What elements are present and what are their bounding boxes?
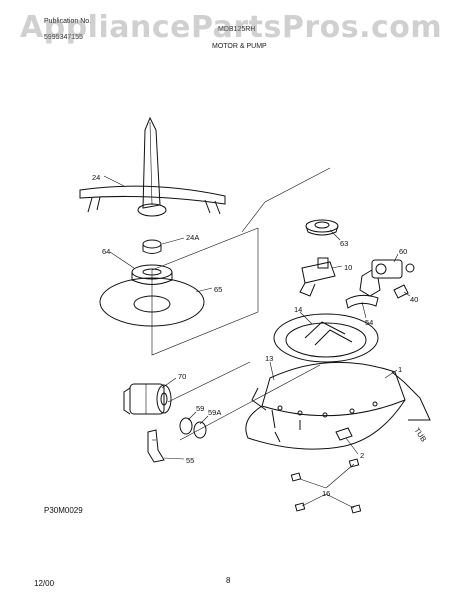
diagram-code: P30M0029 xyxy=(44,506,83,515)
callout-54: 54 xyxy=(365,318,373,327)
callout-55: 55 xyxy=(186,456,194,465)
sump-assembly xyxy=(245,361,431,450)
spray-arm-nut xyxy=(142,239,162,254)
leader-lines xyxy=(103,175,411,509)
section-title: MOTOR & PUMP xyxy=(212,43,267,50)
filter-screen xyxy=(99,277,205,327)
callout-60: 60 xyxy=(399,247,407,256)
callout-2: 2 xyxy=(360,451,364,460)
footer-date: 12/00 xyxy=(34,579,55,588)
publication-number: 5995347155 xyxy=(44,34,83,41)
callout-14: 14 xyxy=(294,305,302,314)
watermark-logo: AppliancePartsPros.com xyxy=(20,10,443,45)
fasteners xyxy=(290,458,362,514)
fill-hose xyxy=(345,294,379,309)
model-number: MDB125RH xyxy=(218,26,256,33)
callout-64: 64 xyxy=(102,247,110,256)
pump-motor xyxy=(123,383,172,415)
tub-label: TUB xyxy=(412,426,428,443)
callout-10: 10 xyxy=(344,263,352,272)
pump-housing xyxy=(273,313,379,363)
assembly-outline xyxy=(151,167,331,441)
clip-part xyxy=(335,427,353,441)
callout-70: 70 xyxy=(178,372,186,381)
vent-part xyxy=(305,219,339,236)
callout-40: 40 xyxy=(410,295,418,304)
callout-24a: 24A xyxy=(186,233,199,242)
inlet-valve xyxy=(359,259,415,297)
inlet-fitting xyxy=(393,284,409,299)
callout-59: 59 xyxy=(196,404,204,413)
callout-13: 13 xyxy=(265,354,273,363)
callout-63: 63 xyxy=(340,239,348,248)
callout-65: 65 xyxy=(214,285,222,294)
spray-arm xyxy=(79,116,226,217)
callout-24: 24 xyxy=(92,173,100,182)
callout-59a: 59A xyxy=(208,408,221,417)
motor-bracket xyxy=(147,429,165,463)
callout-16: 16 xyxy=(322,489,330,498)
callout-1: 1 xyxy=(398,365,402,374)
publication-label: Publication No. xyxy=(44,18,92,25)
page-number: 8 xyxy=(226,576,231,585)
o-rings xyxy=(179,417,207,439)
fill-valve xyxy=(299,257,336,297)
